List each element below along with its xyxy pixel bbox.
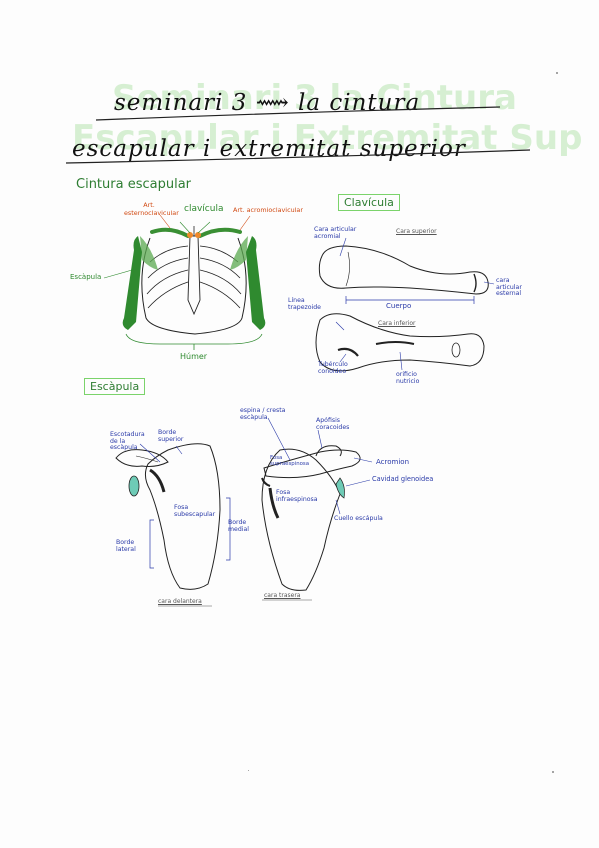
clavicula-caption-superior: Cara superior xyxy=(396,228,437,235)
label-cuello-escapula: Cuello escápula xyxy=(334,515,383,522)
label-fosa-supraespinosa: Fosa supraespinosa xyxy=(270,455,310,467)
label-borde-superior: Borde superior xyxy=(158,429,184,443)
escapula-section-title: Escàpula xyxy=(84,378,146,395)
label-fosa-subescapular: Fosa subescapular xyxy=(174,504,216,518)
paper-speck xyxy=(556,72,558,74)
label-linea-trapezoide: Línea trapezoide xyxy=(288,297,321,311)
label-humer: Húmer xyxy=(180,352,208,361)
title-line1: seminari 3 ⟿ la cintura xyxy=(114,90,421,116)
label-cara-articular-esternal: cara articular esternal xyxy=(496,277,522,297)
scapula-anterior-drawing xyxy=(115,443,231,590)
paper-speck xyxy=(552,771,554,773)
label-orificio-nutricio: orificio nutricio xyxy=(396,371,420,385)
caption-cara-delantera: cara delantera xyxy=(158,598,202,605)
label-espina: espina / cresta escàpula xyxy=(240,407,286,421)
label-escotadura: Escotadura de la escàpula xyxy=(110,431,145,451)
clavicle-inferior-drawing xyxy=(315,313,485,372)
label-tuberculo-conoideo: Tubérculo conoideo xyxy=(318,361,348,375)
clavicula-section-title: Clavícula xyxy=(338,194,400,211)
label-fosa-infraespinosa: Fosa infraespinosa xyxy=(276,489,318,503)
label-apofisis-coracoides: Apófisis coracoides xyxy=(316,417,350,431)
clavicle-superior-drawing xyxy=(318,237,495,304)
caption-cara-trasera: cara trasera xyxy=(264,592,301,599)
label-borde-lateral: Borde lateral xyxy=(116,539,136,553)
label-art-acromioclavicular: Art. acromioclavicular xyxy=(233,206,303,214)
label-cavidad-glenoidea: Cavidad glenoidea xyxy=(372,475,434,483)
label-cuerpo: Cuerpo xyxy=(386,302,412,310)
thorax-drawing xyxy=(103,214,266,350)
paper-speck xyxy=(248,770,249,771)
label-art-esternoclavicular: Art. esternoclavicular xyxy=(124,201,179,217)
title-ghost-line1: Seminari 3 la Cintura xyxy=(112,78,517,118)
scapula-posterior-drawing xyxy=(261,417,373,591)
label-cara-articular-acromial: Cara articular acromial xyxy=(314,226,357,240)
cintura-heading: Cintura escapular xyxy=(76,177,192,192)
label-clavicula: clavícula xyxy=(184,204,224,214)
label-borde-medial: Borde medial xyxy=(228,519,249,533)
label-escapula: Escàpula xyxy=(70,273,102,281)
label-acromion: Acromion xyxy=(376,458,410,466)
clavicula-caption-inferior: Cara inferior xyxy=(378,320,416,327)
